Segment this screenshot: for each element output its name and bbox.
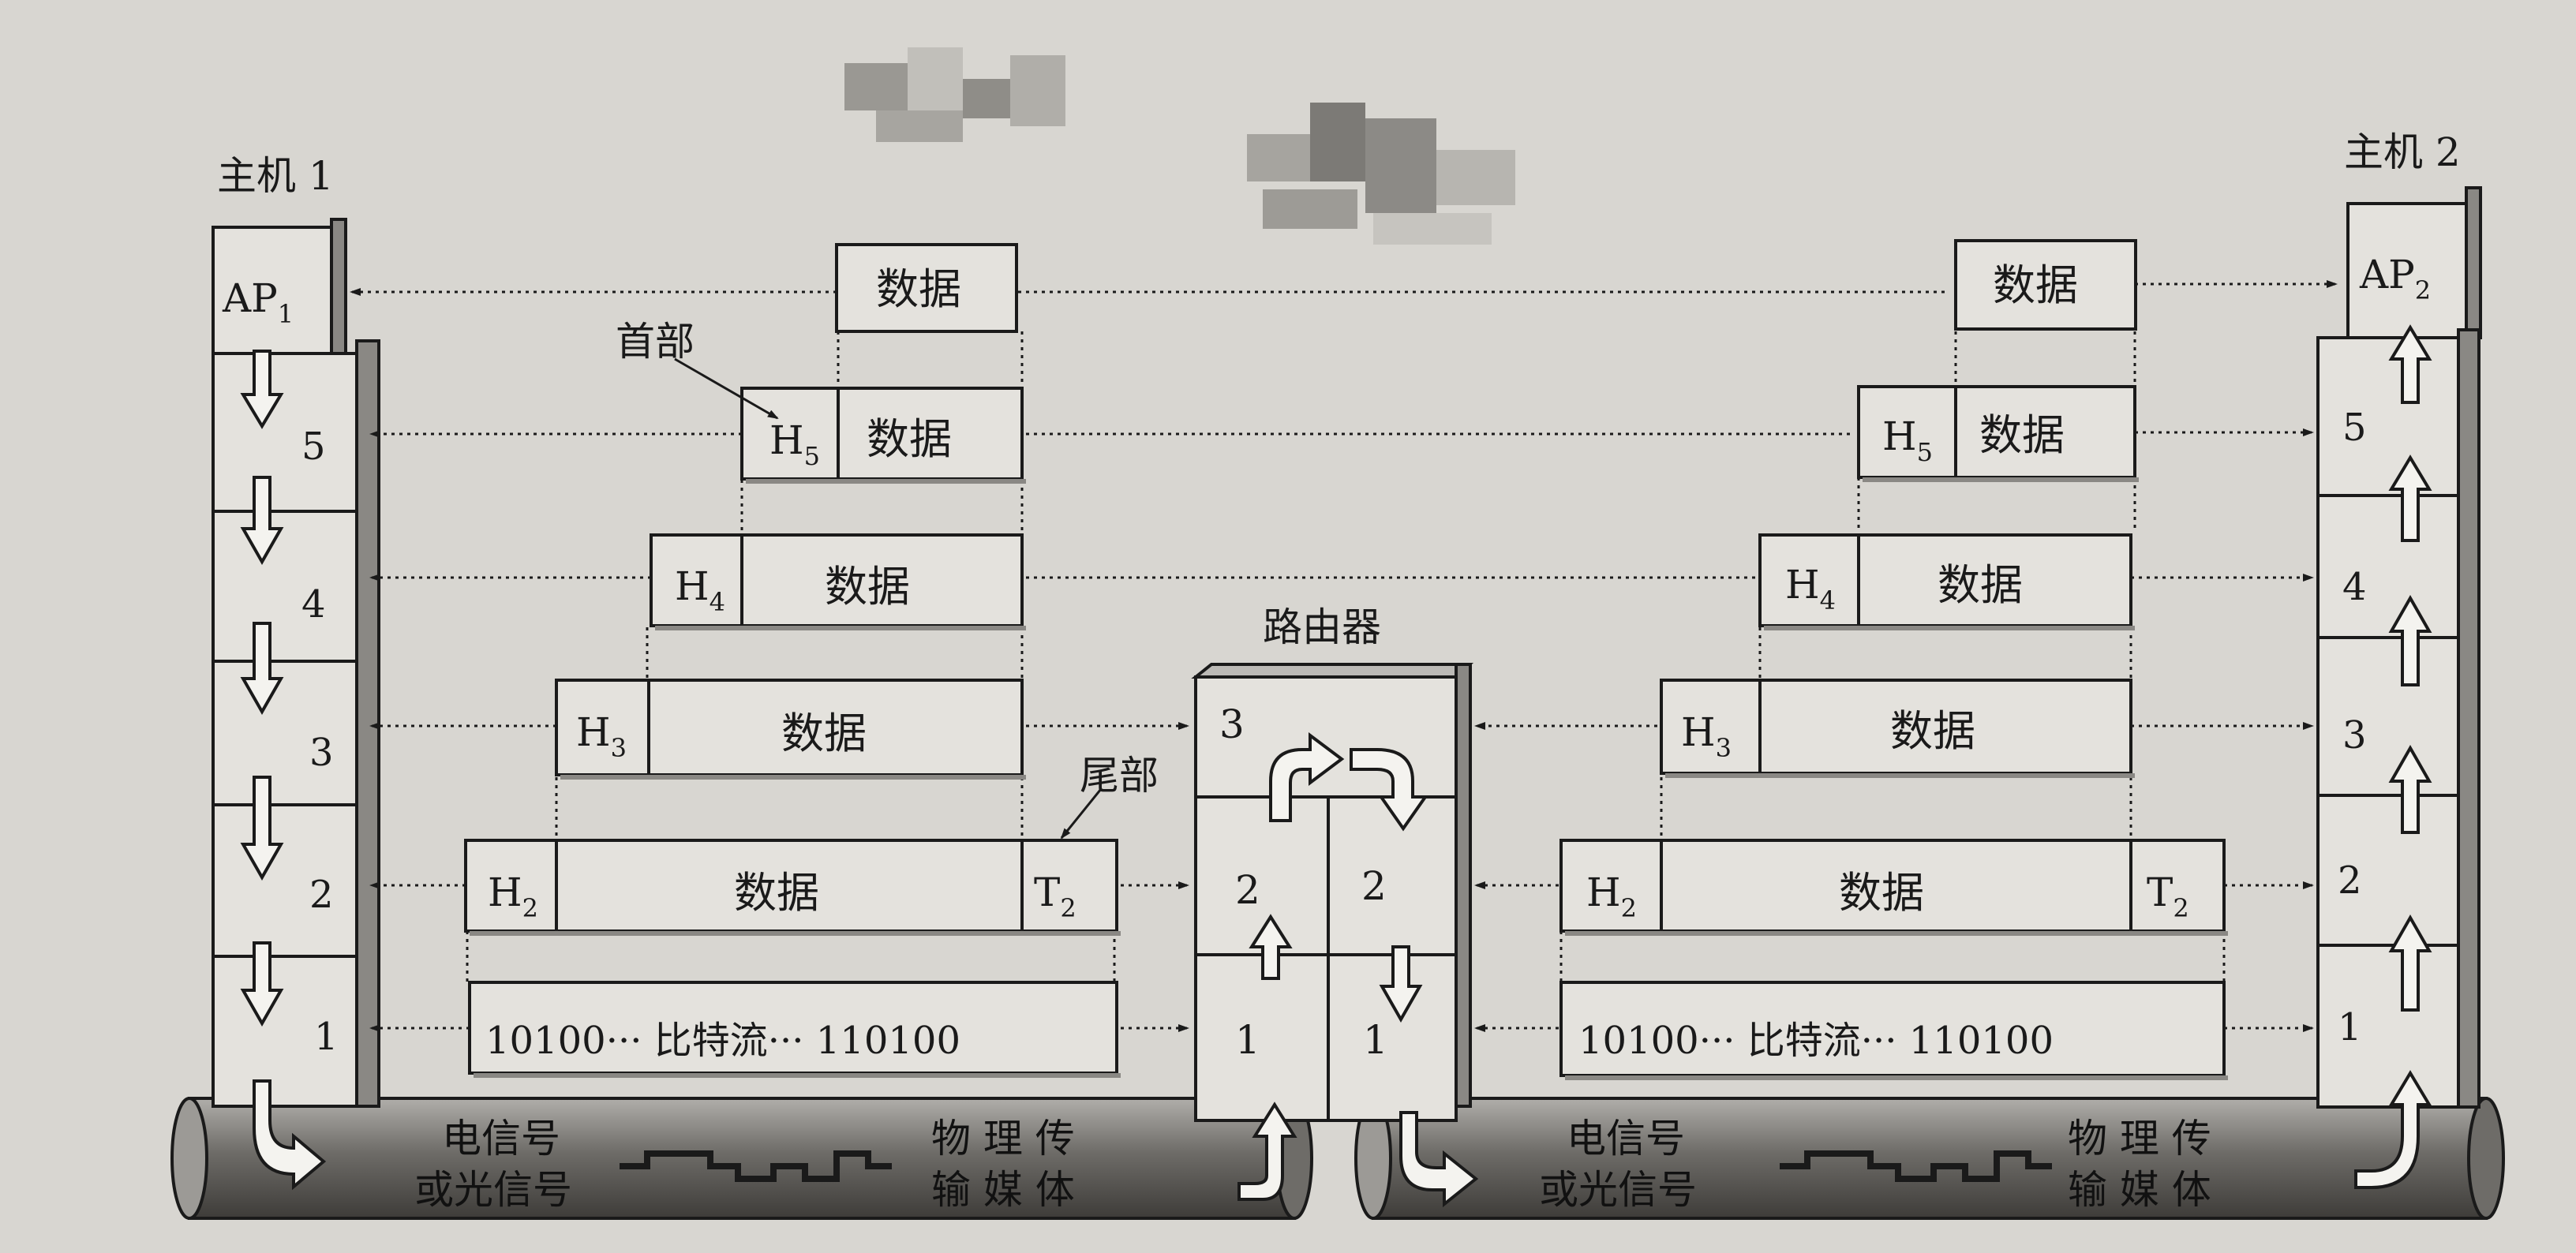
pdu-boxes-right xyxy=(1559,239,2226,1077)
right-signal-line2: 或光信号 xyxy=(1539,1167,1697,1213)
right-l1-data: 数据 xyxy=(1839,868,1924,918)
left-l1-data: 数据 xyxy=(734,868,819,918)
host1-layer-5: 5 xyxy=(301,425,326,469)
left-l2-data: 数据 xyxy=(781,709,867,758)
right-medium-line2: 输 媒 体 xyxy=(2068,1167,2211,1213)
right-medium-line1: 物 理 传 xyxy=(2068,1116,2211,1161)
right-l3-data: 数据 xyxy=(1938,560,2023,610)
header-pointer xyxy=(674,357,779,420)
right-l4-data: 数据 xyxy=(1979,410,2065,460)
pixelated-title-left xyxy=(829,32,1081,166)
right-l1-t2: T2 xyxy=(2147,870,2189,923)
left-medium-line1: 物 理 传 xyxy=(931,1116,1075,1161)
medium-labels-left: 电信号 或光信号 物 理 传 输 媒 体 xyxy=(414,1116,1075,1213)
host2-layer-2: 2 xyxy=(2338,858,2362,903)
pixelated-title-right xyxy=(1231,87,1571,260)
host2-layer-3: 3 xyxy=(2342,713,2367,757)
left-l3-data: 数据 xyxy=(825,562,910,612)
left-l3-h4: H4 xyxy=(675,563,725,617)
host1-layer-1: 1 xyxy=(314,1015,339,1059)
left-bitstream: 10100··· 比特流··· 110100 xyxy=(485,1019,960,1063)
pdu-boxes-left xyxy=(464,243,1118,1075)
router-layer-1-left: 1 xyxy=(1235,1017,1260,1063)
host2-stack xyxy=(2316,186,2482,1109)
pdu-shadows-right xyxy=(1565,477,2228,1080)
medium-labels-right: 电信号 或光信号 物 理 传 输 媒 体 xyxy=(1539,1116,2211,1213)
signal-waveform-right xyxy=(1780,1150,2052,1182)
host2-layer-4: 4 xyxy=(2342,565,2367,609)
left-medium-line2: 输 媒 体 xyxy=(931,1167,1075,1213)
right-l1-h2: H2 xyxy=(1586,870,1637,923)
right-l4-h5: H5 xyxy=(1882,413,1933,467)
left-l4-h5: H5 xyxy=(769,417,820,471)
left-signal-line1: 电信号 xyxy=(442,1116,560,1161)
right-l5-data: 数据 xyxy=(1993,260,2078,310)
router-layer-3: 3 xyxy=(1219,701,1245,747)
left-l1-h2: H2 xyxy=(488,870,538,923)
left-l5-data: 数据 xyxy=(876,264,961,314)
medium-cylinder-left xyxy=(170,1097,1313,1220)
trailer-pointer xyxy=(1060,788,1103,840)
right-l2-h3: H3 xyxy=(1681,709,1732,763)
medium-cylinder-right xyxy=(1354,1097,2505,1220)
right-bitstream: 10100··· 比特流··· 110100 xyxy=(1578,1019,2054,1063)
right-l2-data: 数据 xyxy=(1890,706,1975,756)
router-layer-2-left: 2 xyxy=(1235,867,1260,913)
signal-waveform-left xyxy=(620,1150,892,1182)
host2-layer-5: 5 xyxy=(2342,406,2367,450)
host1-name: 主机 1 xyxy=(217,153,334,199)
pdu-shadows-left xyxy=(470,479,1121,1078)
host1-layer-3: 3 xyxy=(309,731,334,775)
right-l3-h4: H4 xyxy=(1785,562,1836,615)
host1-stack xyxy=(212,218,380,1108)
router-arrows xyxy=(1237,732,1479,1208)
host2-layer-1: 1 xyxy=(2338,1005,2362,1049)
left-l1-t2: T2 xyxy=(1034,870,1076,923)
host1-ap-label: AP1 xyxy=(222,275,294,329)
left-l4-data: 数据 xyxy=(867,414,952,464)
host1-down-arrows xyxy=(240,350,327,1191)
host1-layer-4: 4 xyxy=(301,582,326,626)
host2-up-arrows xyxy=(2354,324,2432,1189)
peer-arrows xyxy=(350,280,2338,1032)
host2-name: 主机 2 xyxy=(2344,129,2461,175)
host2-ap-label: AP2 xyxy=(2359,252,2431,305)
router-box xyxy=(1191,663,1474,1122)
right-signal-line1: 电信号 xyxy=(1567,1116,1685,1161)
router-layer-2-right: 2 xyxy=(1361,863,1387,909)
trailer-label: 尾部 xyxy=(1080,753,1159,799)
header-label: 首部 xyxy=(616,319,695,365)
router-layer-1-right: 1 xyxy=(1363,1017,1388,1063)
left-signal-line2: 或光信号 xyxy=(414,1167,572,1213)
host1-layer-2: 2 xyxy=(309,873,334,917)
router-name: 路由器 xyxy=(1263,604,1381,650)
left-l2-h3: H3 xyxy=(576,709,627,763)
